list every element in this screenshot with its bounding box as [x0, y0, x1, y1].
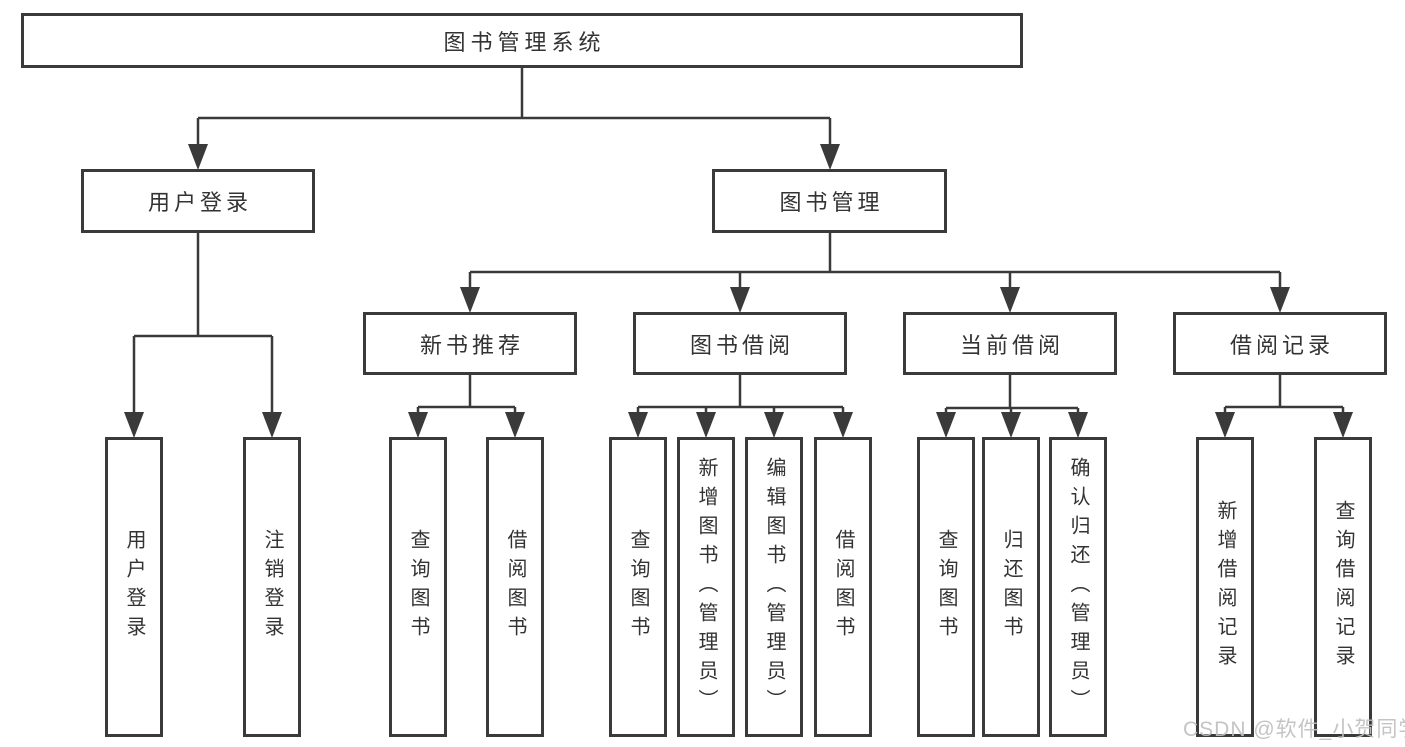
leaf-nb-query-books-label: 查询图书 [407, 529, 429, 645]
connector-current-borrow-trunk [946, 375, 1078, 410]
connector-borrow-records-trunk [1225, 375, 1343, 409]
arrowhead-br-query [1333, 412, 1353, 438]
arrowhead-book-borrow [730, 287, 750, 313]
leaf-cb-return-books: 归还图书 [982, 437, 1040, 737]
leaf-user-login-label: 用户登录 [123, 529, 145, 645]
leaf-cb-confirm-return-admin: 确认归还（管理员） [1049, 437, 1107, 737]
arrowhead-bb-add [696, 412, 716, 438]
arrowhead-nb-borrow [505, 412, 525, 438]
arrowhead-br-add [1215, 412, 1235, 438]
connector-book-mgmt-trunk [470, 233, 1280, 274]
arrowhead-book-mgmt [820, 144, 840, 170]
leaf-bb-borrow-books-label: 借阅图书 [832, 529, 854, 645]
arrowhead-cb-confirm [1068, 412, 1088, 438]
leaf-bb-edit-books-admin-label: 编辑图书（管理员） [763, 456, 785, 718]
leaf-nb-borrow-books-label: 借阅图书 [504, 529, 526, 645]
leaf-cb-query-books: 查询图书 [917, 437, 975, 737]
leaf-br-query-record-label: 查询借阅记录 [1332, 500, 1354, 674]
node-current-borrow: 当前借阅 [903, 312, 1117, 375]
connector-book-borrow-trunk [638, 375, 843, 409]
arrowhead-new-book [460, 287, 480, 313]
leaf-cb-query-books-label: 查询图书 [935, 529, 957, 645]
arrowhead-bb-borrow [833, 412, 853, 438]
leaf-br-query-record: 查询借阅记录 [1314, 437, 1372, 737]
leaf-bb-add-books-admin-label: 新增图书（管理员） [695, 456, 717, 718]
arrowhead-leaf-logout [262, 412, 282, 438]
arrowhead-borrow-records [1270, 287, 1290, 313]
leaf-nb-borrow-books: 借阅图书 [486, 437, 544, 737]
node-root-system: 图书管理系统 [21, 13, 1023, 68]
csdn-watermark: CSDN @软件_小贺同学 [1183, 718, 1405, 741]
leaf-bb-query-books: 查询图书 [609, 437, 667, 737]
leaf-bb-add-books-admin: 新增图书（管理员） [677, 437, 735, 737]
leaf-br-add-record: 新增借阅记录 [1196, 437, 1254, 737]
leaf-nb-query-books: 查询图书 [389, 437, 447, 737]
node-borrow-records: 借阅记录 [1173, 312, 1387, 375]
leaf-cb-return-books-label: 归还图书 [1000, 529, 1022, 645]
leaf-br-add-record-label: 新增借阅记录 [1214, 500, 1236, 674]
arrowhead-leaf-login [124, 412, 144, 438]
arrowhead-bb-query [628, 412, 648, 438]
arrowhead-cb-return [1001, 412, 1021, 438]
leaf-user-login: 用户登录 [105, 437, 163, 737]
arrowhead-bb-edit [764, 412, 784, 438]
leaf-logout: 注销登录 [243, 437, 301, 737]
leaf-cb-confirm-return-admin-label: 确认归还（管理员） [1067, 456, 1089, 718]
arrowhead-current-borrow [1000, 287, 1020, 313]
node-book-management: 图书管理 [712, 169, 947, 233]
arrowhead-user-login [188, 144, 208, 170]
connector-new-book-trunk [418, 375, 515, 409]
leaf-bb-query-books-label: 查询图书 [627, 529, 649, 645]
node-user-login: 用户登录 [81, 169, 315, 233]
leaf-logout-label: 注销登录 [261, 529, 283, 645]
node-book-borrow: 图书借阅 [633, 312, 847, 375]
connector-user-login-trunk [134, 233, 272, 338]
arrowhead-cb-query [936, 412, 956, 438]
leaf-bb-borrow-books: 借阅图书 [814, 437, 872, 737]
arrowhead-nb-query [408, 412, 428, 438]
leaf-bb-edit-books-admin: 编辑图书（管理员） [745, 437, 803, 737]
connector-root-trunk [198, 68, 830, 120]
node-new-book-recommend: 新书推荐 [363, 312, 577, 375]
